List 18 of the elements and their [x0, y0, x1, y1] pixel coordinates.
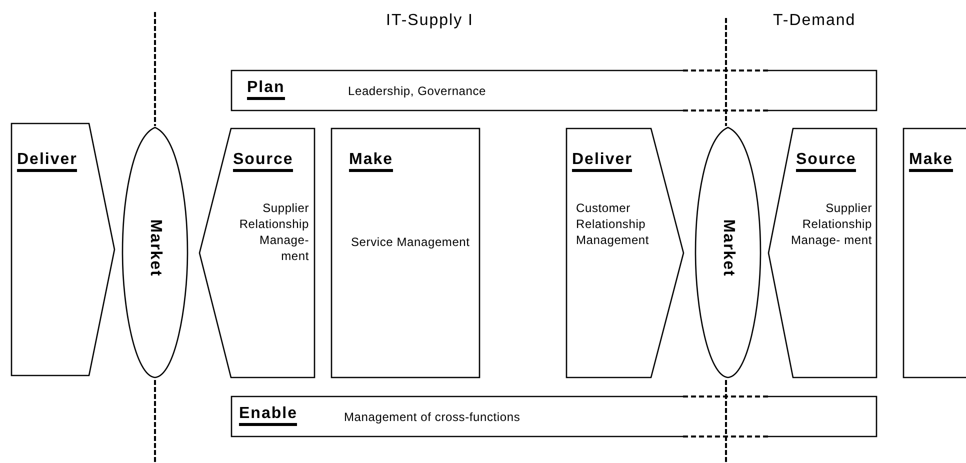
heading: Deliver	[572, 151, 632, 172]
description-text: Customer Relationship Management	[576, 200, 650, 248]
heading: Source	[796, 151, 856, 172]
heading: Make	[909, 151, 954, 172]
section-label: IT-Supply I	[386, 12, 474, 30]
vertical-label: Market	[718, 218, 737, 276]
heading: Deliver	[17, 151, 78, 172]
section-label: T-Demand	[773, 12, 856, 30]
heading: Plan	[247, 79, 285, 100]
heading: Enable	[239, 405, 298, 426]
vertical-label: Market	[146, 218, 164, 276]
description-text: Supplier Relationship Manage- ment	[238, 200, 309, 264]
heading: Make	[349, 151, 394, 172]
description-text: Supplier Relationship Manage- ment	[790, 200, 872, 248]
description-text: Service Management	[351, 234, 471, 250]
description-text: Management of cross-functions	[344, 409, 520, 425]
heading: Source	[233, 151, 294, 172]
description-text: Leadership, Governance	[348, 83, 486, 99]
